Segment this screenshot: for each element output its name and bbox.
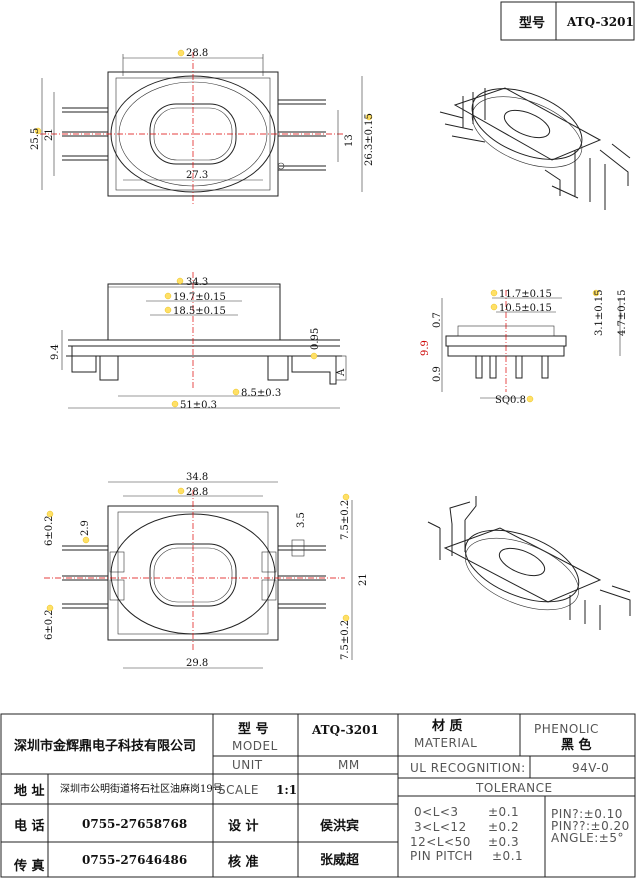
- tol-2: 3<L<12: [414, 820, 467, 834]
- dim-end-117: 11.7±0.15: [499, 289, 552, 300]
- dim-end-99: 9.9: [420, 340, 431, 356]
- ul-value: 94V-0: [572, 761, 609, 775]
- dim-top-right-13: 13: [344, 134, 355, 147]
- dim-bottom-348: 34.8: [186, 472, 208, 483]
- header-model-value: ATQ-3201: [566, 15, 634, 29]
- address-value: 深圳市公明街道将石社区油麻岗19号: [60, 782, 223, 795]
- dim-end-07: 0.7: [432, 312, 443, 328]
- ul-label: UL RECOGNITION:: [410, 761, 526, 775]
- dim-bottom-r75a: 7.5±0.2: [340, 500, 351, 540]
- dim-side-94: 9.4: [50, 344, 61, 360]
- dim-bottom-r21: 21: [358, 573, 369, 586]
- color-value: 黑 色: [561, 737, 592, 753]
- pin-pitch-label: PIN PITCH: [410, 849, 473, 863]
- dim-side-85: 8.5±0.3: [241, 388, 281, 399]
- design-label: 设 计: [228, 818, 259, 834]
- dim-end-105: 10.5±0.15: [499, 303, 552, 314]
- header-box: 型号 ATQ-3201: [500, 1, 635, 41]
- dim-top-right-26: 26.3±0.15: [364, 113, 375, 166]
- approve-label: 核 准: [228, 854, 259, 870]
- pin-a: PIN?:±0.10: [551, 807, 623, 821]
- end-view: 11.7±0.15 10.5±0.15 0.7 9.9 0.9 SQ0.8 3.…: [420, 289, 628, 406]
- dim-side-19: 19.7±0.15: [173, 292, 226, 303]
- dim-bottom-288: 28.8: [186, 487, 208, 498]
- dim-end-09: 0.9: [432, 366, 443, 382]
- dim-bottom-l6a: 6±0.2: [44, 515, 55, 546]
- dim-top-bottom-width: 27.3: [186, 170, 208, 181]
- dim-side-095: 0.95: [310, 328, 321, 350]
- material-en-label: MATERIAL: [414, 736, 477, 750]
- scale-value: 1:1: [276, 783, 297, 797]
- unit-label: UNIT: [232, 758, 263, 772]
- dim-bottom-l6b: 6±0.2: [44, 609, 55, 640]
- angle-tolerance: ANGLE:±5°: [551, 831, 624, 845]
- address-label: 地 址: [14, 783, 45, 799]
- dim-bottom-l29: 2.9: [80, 520, 91, 536]
- side-mark-a: A: [336, 368, 347, 377]
- fax-value: 0755-27646486: [82, 853, 187, 867]
- isometric-view-bottom: [427, 496, 631, 630]
- dim-end-sq: SQ0.8: [495, 395, 526, 406]
- top-view-pins-right: [277, 99, 326, 171]
- title-block: 深圳市金辉鼎电子科技有限公司 型 号 MODEL ATQ-3201 材 质 MA…: [0, 713, 636, 878]
- bottom-view-pins: [62, 539, 326, 609]
- tol-1-value: ±0.1: [488, 805, 519, 819]
- tol-2-value: ±0.2: [488, 820, 519, 834]
- unit-value: MM: [338, 758, 360, 772]
- header-model-label: 型号: [519, 15, 545, 31]
- bottom-view: 34.8 28.8 29.8 6±0.2 2.9 6±0.2 3.5 7.5±0…: [44, 472, 369, 669]
- material-cn-label: 材 质: [432, 718, 463, 734]
- dim-top-inner-height: 21: [44, 128, 55, 141]
- top-view: 28.8 27.3 25.5 21 13 26.3±0.15: [30, 48, 375, 205]
- dim-bottom-r35: 3.5: [296, 512, 307, 528]
- scale-label: SCALE: [218, 783, 259, 797]
- isometric-view-top: [439, 87, 631, 210]
- dim-side-18: 18.5±0.15: [173, 306, 226, 317]
- company-name: 深圳市金辉鼎电子科技有限公司: [14, 738, 196, 754]
- dim-side-51: 51±0.3: [180, 400, 217, 411]
- design-value: 侯洪宾: [320, 818, 359, 834]
- dim-top-width: 28.8: [186, 48, 208, 59]
- dim-end-47: 4.7±0.15: [617, 289, 628, 336]
- phone-value: 0755-27658768: [82, 817, 187, 831]
- fax-label: 传 真: [13, 858, 45, 874]
- dim-bottom-r75b: 7.5±0.2: [340, 620, 351, 660]
- dim-end-31: 3.1±0.15: [594, 289, 605, 336]
- phone-label: 电 话: [14, 818, 45, 834]
- dim-top-outer-height: 25.5: [30, 128, 41, 150]
- approve-value: 张威超: [320, 852, 360, 868]
- side-view: 34.3 19.7±0.15 18.5±0.15 9.4 0.95 8.5±0.…: [50, 272, 347, 411]
- model-cn-label: 型 号: [238, 721, 269, 737]
- tol-3: 12<L<50: [410, 835, 471, 849]
- material-value: PHENOLIC: [534, 722, 599, 736]
- model-value: ATQ-3201: [311, 723, 379, 737]
- tol-3-value: ±0.3: [488, 835, 519, 849]
- tol-1: 0<L<3: [414, 805, 459, 819]
- model-en-label: MODEL: [232, 739, 278, 753]
- dim-side-34: 34.3: [186, 277, 208, 288]
- pin-b: PIN??:±0.20: [551, 819, 630, 833]
- top-view-pins-left: [62, 107, 108, 161]
- pin-pitch-value: ±0.1: [492, 849, 523, 863]
- tolerance-label: TOLERANCE: [475, 781, 553, 795]
- dim-bottom-298: 29.8: [186, 658, 208, 669]
